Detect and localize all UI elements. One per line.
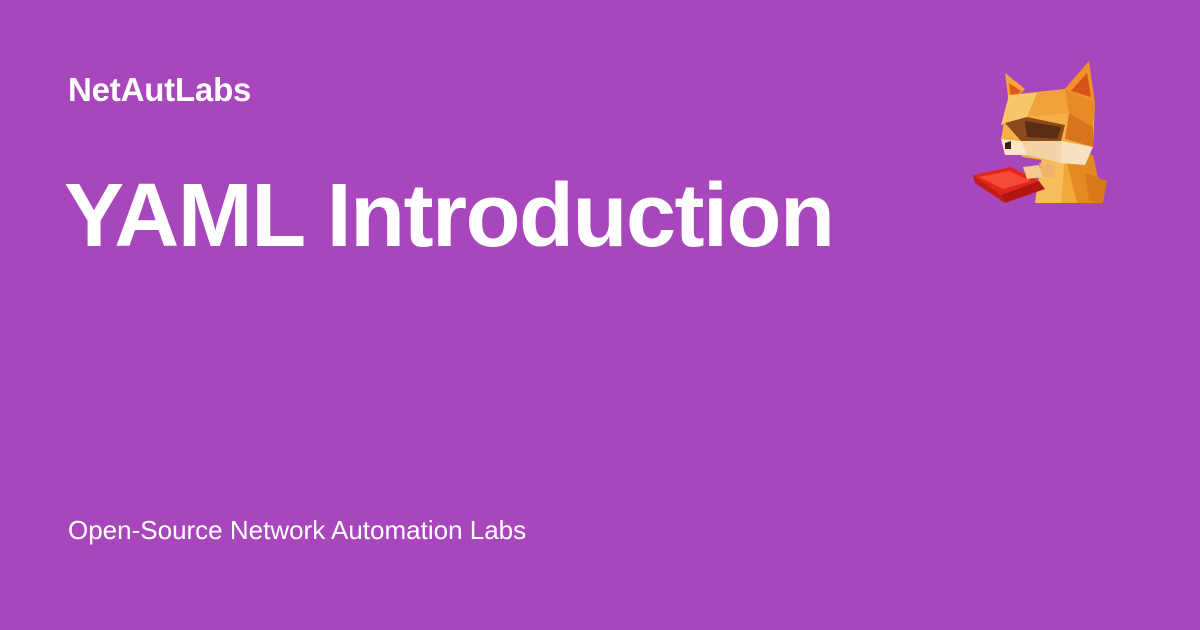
site-name: NetAutLabs (68, 71, 252, 108)
fox-mascot-icon (965, 55, 1110, 210)
page-title: YAML Introduction (64, 166, 835, 266)
tagline: Open-Source Network Automation Labs (68, 515, 527, 545)
